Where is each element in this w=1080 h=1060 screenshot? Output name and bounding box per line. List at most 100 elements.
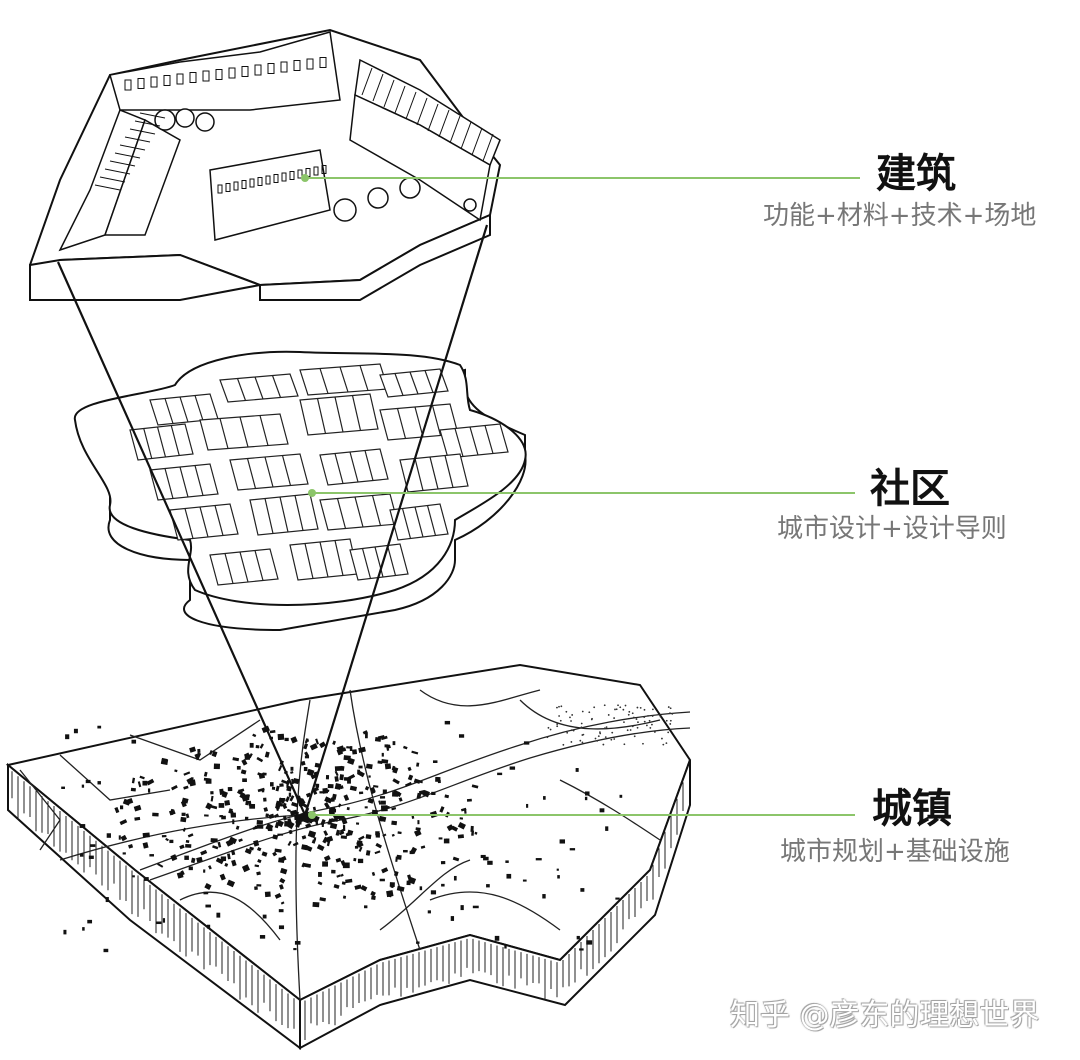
field-stipple [639, 707, 642, 709]
town-building-mark [103, 948, 109, 953]
town-building-mark [397, 831, 402, 835]
town-building-mark [208, 865, 212, 870]
town-building-mark [271, 786, 276, 790]
town-building-mark [375, 842, 383, 849]
town-building-mark [379, 878, 385, 882]
town-building-mark [615, 897, 620, 900]
town-building-mark [580, 888, 585, 892]
field-stipple [671, 712, 674, 715]
town-building-mark [284, 737, 289, 742]
field-stipple [614, 708, 616, 711]
town-building-mark [287, 840, 292, 847]
town-building-mark [471, 784, 479, 789]
town-building-mark [278, 925, 285, 930]
town-building-mark [441, 883, 445, 887]
field-stipple [565, 710, 568, 713]
community-block [73, 350, 527, 632]
town-building-mark [365, 850, 371, 856]
town-building-mark [403, 849, 408, 853]
field-stipple [662, 743, 665, 746]
town-building-mark [450, 916, 455, 921]
field-stipple [581, 741, 584, 744]
town-building-mark [365, 834, 372, 840]
town-building-mark [377, 760, 383, 764]
town-building-mark [407, 874, 412, 881]
town-building-mark [270, 782, 274, 787]
field-stipple [607, 714, 610, 716]
community-building-line [254, 376, 264, 400]
town-building-mark [313, 786, 319, 792]
town-building-mark [203, 771, 208, 777]
window-mark [225, 183, 231, 192]
town-building-mark [245, 800, 249, 806]
town-building-mark [290, 766, 294, 771]
window-mark [297, 169, 303, 179]
town-building-mark [619, 794, 623, 798]
town-building-mark [357, 858, 364, 864]
town-building-mark [304, 845, 313, 852]
community-building-line [170, 425, 180, 456]
community-buildings [129, 363, 509, 586]
field-stipple [580, 722, 583, 725]
field-stipple [610, 738, 613, 741]
window-mark [124, 79, 132, 91]
town-building-mark [230, 812, 237, 818]
window-mark [217, 184, 223, 194]
town-building-mark [341, 881, 346, 885]
window-mark [163, 75, 171, 86]
town-building-mark [256, 884, 262, 887]
town-building-mark [526, 803, 529, 808]
community-building-line [199, 506, 209, 538]
field-stipple [556, 723, 559, 726]
community-building-line [409, 371, 419, 395]
town-building-mark [226, 879, 235, 888]
field-stipple [603, 727, 606, 730]
town-building-mark [120, 834, 128, 842]
town-building-mark [249, 742, 254, 748]
town-building-mark [227, 787, 233, 792]
field-stipple [645, 724, 648, 727]
community-building-line [184, 508, 194, 539]
town-building-mark [225, 839, 234, 847]
town-building-mark [181, 812, 186, 816]
roof-line [129, 128, 156, 135]
town-building-mark [340, 765, 345, 771]
field-stipple [572, 729, 575, 732]
town-building-mark [374, 850, 381, 855]
town-building-mark [522, 879, 527, 882]
window-mark [189, 72, 197, 83]
town-building-mark [264, 751, 270, 758]
town-building-mark [325, 835, 334, 843]
town-building-mark [340, 873, 344, 877]
leader-dot-building [301, 174, 309, 182]
town-building-mark [302, 816, 311, 824]
town-building-mark [79, 824, 86, 828]
town-building-mark [171, 785, 178, 791]
town-building-mark [334, 783, 342, 790]
town-building-mark [280, 867, 288, 875]
town-building-mark [382, 833, 387, 837]
town-building-mark [439, 806, 445, 813]
roof-line [124, 136, 151, 143]
town-building-mark [180, 870, 185, 876]
town-building-mark [143, 877, 149, 881]
town-building-mark [445, 838, 450, 842]
town-building-mark [584, 796, 588, 801]
town-building-mark [358, 746, 366, 753]
field-stipple [669, 719, 672, 722]
town-building-mark [295, 814, 303, 819]
leader-dots [301, 174, 316, 819]
town-building-mark [279, 855, 287, 862]
community-building-line [396, 408, 407, 439]
town-building-mark [241, 758, 248, 766]
town-building-mark [355, 822, 360, 825]
town-building-mark [331, 808, 337, 813]
town-building-mark [474, 831, 478, 835]
community-building-line [386, 545, 397, 576]
town-building-mark [323, 855, 331, 862]
community-building-line [454, 428, 464, 457]
town-building-mark [338, 747, 347, 753]
town-building-mark [440, 860, 446, 865]
town-building-mark [210, 804, 218, 810]
town-building-mark [322, 836, 329, 844]
